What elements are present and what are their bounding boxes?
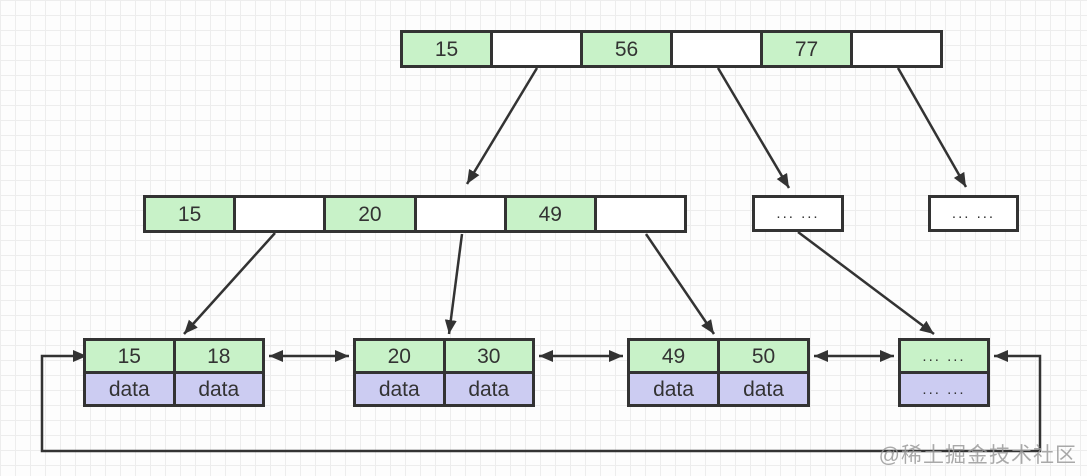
leaf-key-cell: 20 bbox=[353, 338, 446, 374]
root-pointer-cell bbox=[490, 30, 583, 68]
internal-key-cell: 20 bbox=[323, 195, 417, 233]
leaf-key-row: 20 30 bbox=[353, 338, 535, 374]
leaf-key-cell: 15 bbox=[83, 338, 176, 374]
leaf-data-ellipsis-cell: ... ... bbox=[898, 371, 990, 407]
leaf-key-cell: 50 bbox=[717, 338, 810, 374]
internal-pointer-cell bbox=[593, 195, 688, 233]
root-key-cell: 56 bbox=[580, 30, 673, 68]
leaf-key-cell: 18 bbox=[172, 338, 265, 374]
root-key-cell: 77 bbox=[760, 30, 853, 68]
leaf-data-row: data data bbox=[353, 371, 535, 407]
root-node: 15 56 77 bbox=[400, 30, 943, 68]
leaf-key-row: 49 50 bbox=[627, 338, 810, 374]
leaf-node-1: 15 18 data data bbox=[83, 338, 265, 407]
leaf-data-cell: data bbox=[442, 371, 535, 407]
internal-key-cell: 15 bbox=[143, 195, 237, 233]
edge-root-to-internal bbox=[465, 67, 539, 185]
root-pointer-cell bbox=[850, 30, 943, 68]
root-pointer-cell bbox=[670, 30, 763, 68]
edge-internal-to-leaf1 bbox=[183, 232, 276, 335]
leaf-data-row: data data bbox=[83, 371, 265, 407]
leaf-data-cell: data bbox=[353, 371, 446, 407]
leaf-key-cell: 30 bbox=[442, 338, 535, 374]
edge-internal-to-leaf2 bbox=[444, 233, 464, 335]
edge-root-to-stub1 bbox=[716, 67, 791, 189]
internal-pointer-cell bbox=[413, 195, 507, 233]
internal-pointer-cell bbox=[233, 195, 327, 233]
watermark: @稀土掘金技术社区 bbox=[878, 444, 1077, 467]
leaf-data-cell: data bbox=[627, 371, 720, 407]
internal-node: 15 20 49 bbox=[143, 195, 688, 233]
leaf-key-row: ... ... bbox=[898, 338, 990, 374]
internal-stub-node-2: ... ... bbox=[928, 195, 1019, 232]
internal-key-cell: 49 bbox=[503, 195, 597, 233]
edge-root-to-stub2 bbox=[896, 67, 968, 188]
leaf-key-row: 15 18 bbox=[83, 338, 265, 374]
ellipsis-cell: ... ... bbox=[928, 195, 1019, 232]
leaf-key-ellipsis-cell: ... ... bbox=[898, 338, 990, 374]
edge-internal-to-leaf3 bbox=[644, 233, 716, 335]
leaf-key-cell: 49 bbox=[627, 338, 720, 374]
leaf-data-cell: data bbox=[717, 371, 810, 407]
leaf-data-cell: data bbox=[83, 371, 176, 407]
internal-stub-node-1: ... ... bbox=[752, 195, 844, 232]
leaf-data-cell: data bbox=[172, 371, 265, 407]
edge-leaf-loop bbox=[40, 350, 1042, 453]
edge-stub1-to-leaf4 bbox=[797, 231, 935, 335]
leaf-data-row: ... ... bbox=[898, 371, 990, 407]
leaf-node-4: ... ... ... ... bbox=[898, 338, 990, 407]
root-key-cell: 15 bbox=[400, 30, 493, 68]
leaf-data-row: data data bbox=[627, 371, 810, 407]
ellipsis-cell: ... ... bbox=[752, 195, 844, 232]
leaf-node-3: 49 50 data data bbox=[627, 338, 810, 407]
leaf-node-2: 20 30 data data bbox=[353, 338, 535, 407]
